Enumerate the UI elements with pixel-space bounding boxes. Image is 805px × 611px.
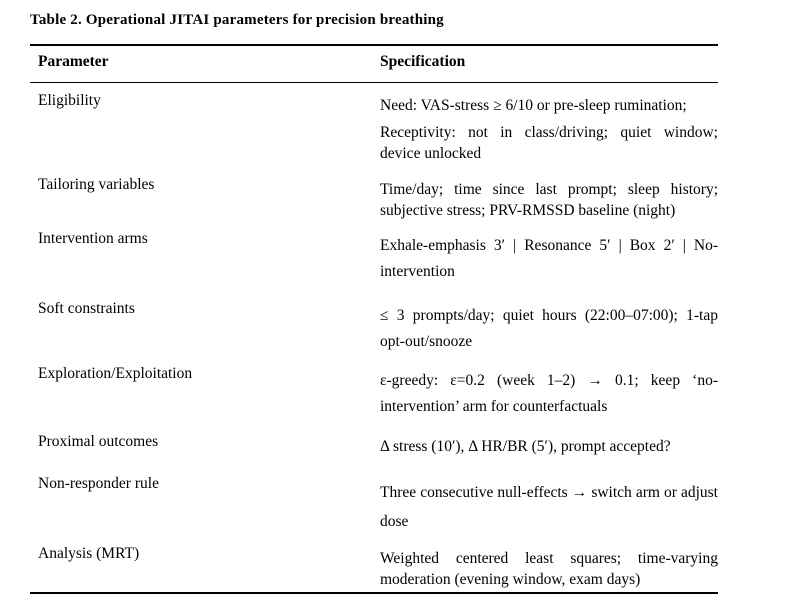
parameter-cell: Non-responder rule [38,475,159,492]
specification-cell: ε-greedy: ε=0.2 (week 1–2) → 0.1; keep ‘… [380,356,718,424]
specification-cell: Time/day; time since last prompt; sleep … [380,167,718,221]
table-row: Eligibility Need: VAS-stress ≥ 6/10 or p… [30,83,718,167]
table-row: Tailoring variables Time/day; time since… [30,167,718,221]
specification-cell: Exhale-emphasis 3′ | Resonance 5′ | Box … [380,221,718,291]
specification-paragraph: ε-greedy: ε=0.2 (week 1–2) → 0.1; keep ‘… [380,372,718,415]
parameter-cell: Tailoring variables [38,176,155,193]
table-body: Eligibility Need: VAS-stress ≥ 6/10 or p… [30,83,718,594]
specification-cell: Need: VAS-stress ≥ 6/10 or pre-sleep rum… [380,83,718,167]
specification-cell: ≤ 3 prompts/day; quiet hours (22:00–07:0… [380,291,718,356]
specification-paragraph: Receptivity: not in class/driving; quiet… [380,124,718,162]
column-header-parameter: Parameter [38,53,109,70]
specification-cell: Weighted centered least squares; time-va… [380,536,718,592]
parameter-cell: Proximal outcomes [38,433,159,450]
table-row: Non-responder rule Three consecutive nul… [30,466,718,536]
specification-cell: Three consecutive null-effects → switch … [380,466,718,536]
column-header-specification: Specification [380,53,466,70]
table-row: Soft constraints ≤ 3 prompts/day; quiet … [30,291,718,356]
specification-paragraph: Three consecutive null-effects → switch … [380,484,718,530]
table-row: Proximal outcomes Δ stress (10′), Δ HR/B… [30,424,718,466]
specification-paragraph: Δ stress (10′), Δ HR/BR (5′), prompt acc… [380,438,671,455]
specification-paragraph: Need: VAS-stress ≥ 6/10 or pre-sleep rum… [380,97,687,114]
table-row: Intervention arms Exhale-emphasis 3′ | R… [30,221,718,291]
jitai-parameters-table: Parameter Specification Eligibility Need… [30,44,718,594]
parameter-cell: Intervention arms [38,230,148,247]
table-row: Analysis (MRT) Weighted centered least s… [30,536,718,592]
table-row: Exploration/Exploitation ε-greedy: ε=0.2… [30,356,718,424]
parameter-cell: Eligibility [38,92,101,109]
specification-paragraph: ≤ 3 prompts/day; quiet hours (22:00–07:0… [380,307,718,350]
specification-cell: Δ stress (10′), Δ HR/BR (5′), prompt acc… [380,424,718,466]
table-caption: Table 2. Operational JITAI parameters fo… [30,12,444,28]
table-header-row: Parameter Specification [30,46,718,83]
specification-paragraph: Exhale-emphasis 3′ | Resonance 5′ | Box … [380,237,718,280]
specification-paragraph: Weighted centered least squares; time-va… [380,550,718,588]
parameter-cell: Analysis (MRT) [38,545,140,562]
parameter-cell: Exploration/Exploitation [38,365,193,382]
specification-paragraph: Time/day; time since last prompt; sleep … [380,181,718,219]
parameter-cell: Soft constraints [38,300,135,317]
